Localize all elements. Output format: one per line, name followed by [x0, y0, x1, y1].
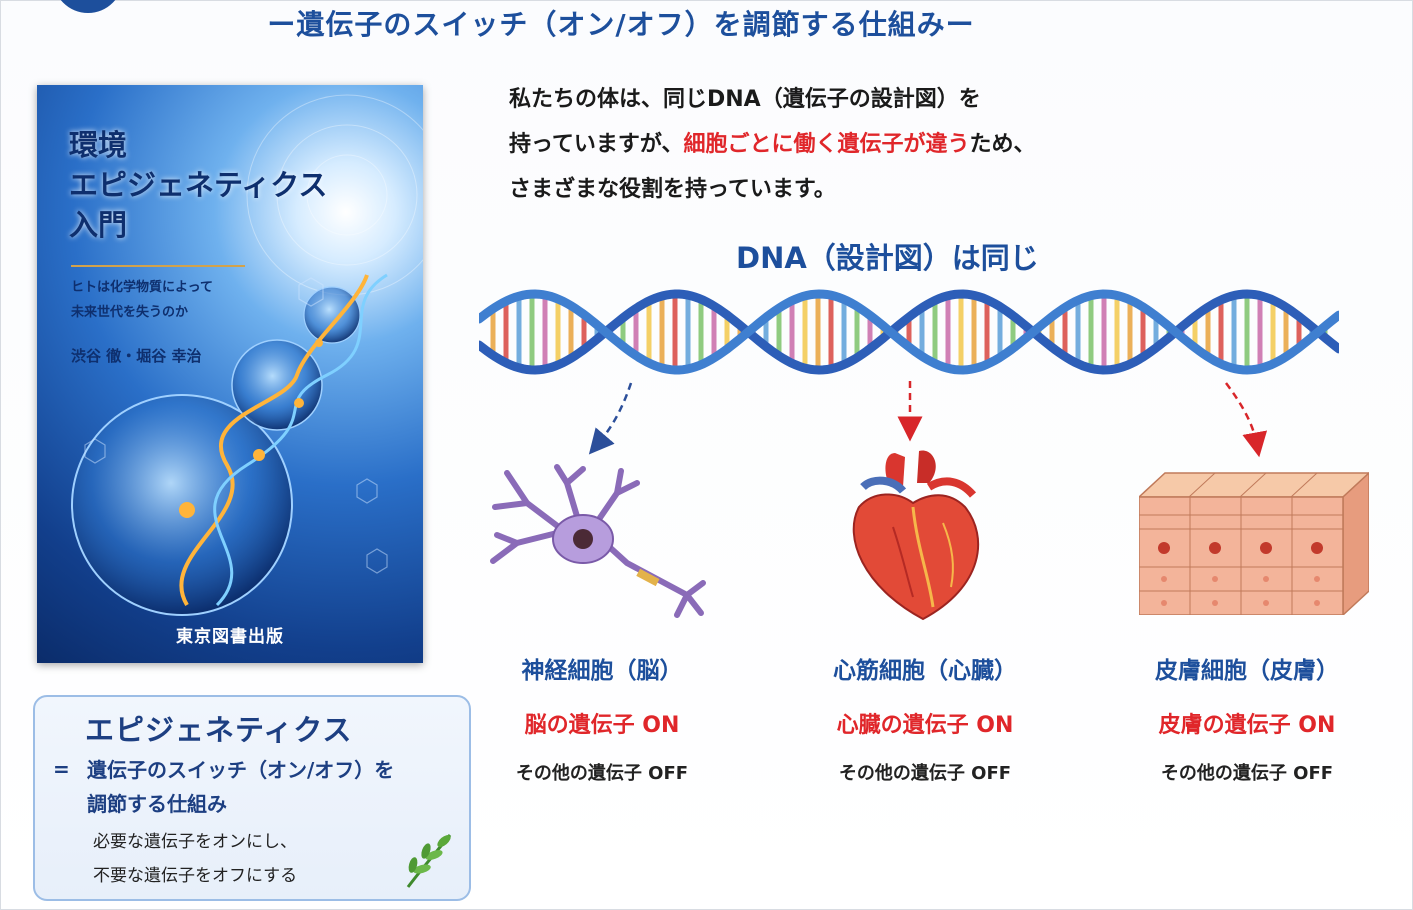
arrow-to-neuron [588, 382, 633, 455]
skin-tissue-icon [1139, 471, 1369, 615]
cell-gene-off: その他の遺伝子 OFF [838, 763, 1012, 784]
cell-skin: 皮膚細胞（皮膚） 皮膚の遺伝子 ON その他の遺伝子 OFF [1097, 651, 1397, 785]
book-title: 環境 エピジェネティクス 入門 [69, 128, 328, 242]
intro-line-1: 私たちの体は、同じDNA（遺伝子の設計図）を [509, 87, 981, 112]
definition-heading: エピジェネティクス [85, 713, 353, 747]
heart-icon [852, 450, 980, 621]
cell-gene-off: その他の遺伝子 OFF [1160, 763, 1334, 784]
intro-line-2a: 持っていますが、 [509, 132, 684, 157]
leaf-icon [406, 834, 452, 888]
book-publisher: 東京図書出版 [176, 627, 284, 647]
cell-gene-on: 皮膚の遺伝子 ON [1158, 713, 1336, 738]
intro-line-2: 持っていますが、細胞ごとに働く遺伝子が違うため、 [509, 122, 1036, 167]
page-title: ー遺伝子のスイッチ（オン/オフ）を調節する仕組みー [267, 8, 975, 41]
arrows-group [588, 381, 1268, 458]
book-cover: 環境 エピジェネティクス 入門 ヒトは化学物質によって 未来世代を失うのか 渋谷… [37, 85, 423, 663]
cell-heart: 心筋細胞（心臓） 心臓の遺伝子 ON その他の遺伝子 OFF [775, 651, 1075, 785]
book-cover-art [71, 94, 423, 616]
intro-line-3: さまざまな役割を持っています。 [509, 177, 836, 202]
definition-text: 遺伝子のスイッチ（オン/オフ）を 調節する仕組み [87, 758, 395, 816]
cell-neuron: 神経細胞（脳） 脳の遺伝子 ON その他の遺伝子 OFF [452, 651, 752, 785]
epigenetics-definition-box: エピジェネティクス = 遺伝子のスイッチ（オン/オフ）を 調節する仕組み 必要な… [33, 695, 471, 901]
cell-gene-off: その他の遺伝子 OFF [515, 763, 689, 784]
intro-line-2b: ため、 [969, 132, 1036, 157]
corner-badge [53, 0, 123, 13]
definition-note: 必要な遺伝子をオンにし、 不要な遺伝子をオフにする [93, 832, 298, 886]
neuron-icon [490, 464, 706, 618]
book-authors: 渋谷 徹・堀谷 幸治 [71, 347, 202, 365]
dna-strand [479, 289, 1339, 375]
book-title-rule [71, 265, 245, 267]
cell-gene-on: 脳の遺伝子 ON [524, 713, 680, 738]
definition-equals: = [53, 757, 70, 781]
book-subtitle: ヒトは化学物質によって 未来世代を失うのか [71, 280, 213, 320]
cell-name: 皮膚細胞（皮膚） [1155, 658, 1339, 684]
intro-highlight: 細胞ごとに働く遺伝子が違う [683, 132, 970, 157]
intro-text: 私たちの体は、同じDNA（遺伝子の設計図）を 持っていますが、細胞ごとに働く遺伝… [509, 77, 1036, 212]
dna-label: DNA（設計図）は同じ [736, 241, 1039, 275]
cell-name: 神経細胞（脳） [521, 658, 683, 684]
cell-name: 心筋細胞（心臓） [833, 658, 1017, 684]
dna-strand [479, 289, 1339, 375]
dna-helix-icon [479, 289, 1339, 375]
cell-gene-on: 心臓の遺伝子 ON [836, 713, 1014, 738]
arrow-to-skin [1224, 382, 1268, 458]
